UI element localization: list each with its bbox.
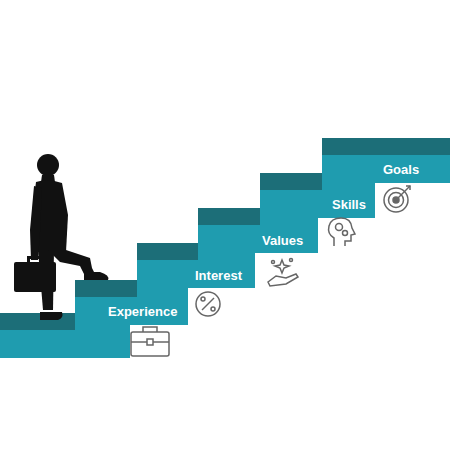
- front-shoe: [84, 272, 108, 280]
- step-label: Goals: [383, 162, 419, 178]
- briefcase-handle: [27, 256, 43, 262]
- back-shoe: [40, 312, 63, 320]
- target-icon: [384, 186, 410, 212]
- briefcase: [14, 262, 56, 292]
- step-band: Experience: [104, 303, 181, 321]
- arm: [30, 186, 42, 260]
- head: [37, 154, 59, 176]
- stair-cap: [260, 173, 322, 190]
- stair-caps: [0, 138, 450, 330]
- stair-cap: [137, 243, 198, 260]
- step-label: Values: [262, 233, 303, 249]
- step-band: Values: [258, 232, 307, 250]
- hand-values-icon: [268, 259, 298, 287]
- stair-cap: [75, 280, 137, 297]
- step-label: Interest: [195, 268, 242, 284]
- step-band: Interest: [191, 267, 246, 285]
- stair-cap: [322, 138, 450, 155]
- percent-icon: [196, 292, 220, 316]
- step-label: Skills: [332, 197, 366, 213]
- stair-cap: [0, 313, 75, 330]
- businessman-silhouette: [14, 154, 108, 320]
- stair-steps: [0, 138, 450, 358]
- briefcase-icon: [131, 327, 169, 356]
- stair-step: [322, 138, 450, 183]
- icons: [131, 186, 410, 356]
- step-band: Goals: [379, 161, 423, 179]
- stair-cap: [198, 208, 260, 225]
- head-gears-icon: [329, 218, 355, 246]
- step-band: Skills: [328, 196, 370, 214]
- step-label: Experience: [108, 304, 177, 320]
